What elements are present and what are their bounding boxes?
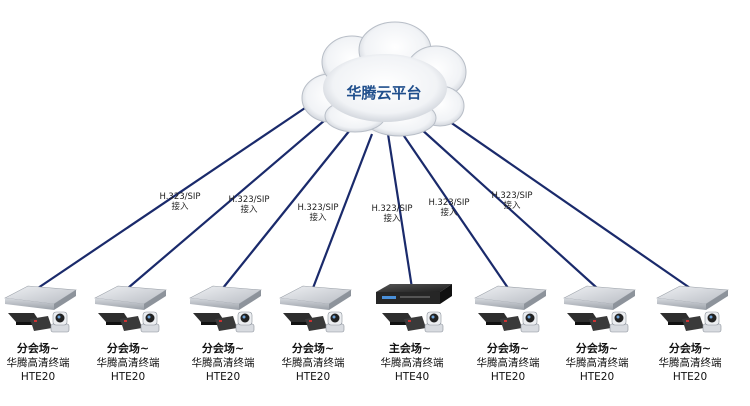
remote-control-icon xyxy=(283,313,327,331)
site-subtitle: 华腾高清终端 xyxy=(7,356,70,369)
camera-icon xyxy=(520,311,540,333)
terminal-box-icon xyxy=(656,285,729,310)
site-subtitle: 华腾高清终端 xyxy=(566,356,629,369)
camera-icon xyxy=(140,311,160,333)
terminal-box-icon xyxy=(563,285,636,310)
remote-control-icon xyxy=(478,313,522,331)
terminal-box-icon xyxy=(279,285,352,310)
protocol-label-line1: H.323/SIP xyxy=(159,192,200,202)
protocol-label-line2: 接入 xyxy=(383,213,401,224)
camera-icon xyxy=(50,311,70,333)
site-subtitle: 华腾高清终端 xyxy=(659,356,722,369)
protocol-label-line2: 接入 xyxy=(503,200,521,211)
remote-control-icon xyxy=(193,313,237,331)
link-line xyxy=(222,129,351,289)
branch-site: 分会场~华腾高清终端 HTE20 xyxy=(94,285,167,383)
site-title: 主会场~ xyxy=(389,341,431,355)
branch-site: 分会场~华腾高清终端 HTE20 xyxy=(563,285,636,383)
link-line xyxy=(386,133,414,289)
site-model: HTE20 xyxy=(580,371,614,383)
camera-icon xyxy=(702,311,722,333)
protocol-label-line1: H.323/SIP xyxy=(428,198,469,208)
protocol-label-line2: 接入 xyxy=(171,201,189,212)
branch-site: 分会场~华腾高清终端 HTE20 xyxy=(189,285,262,383)
site-subtitle: 华腾高清终端 xyxy=(477,356,540,369)
link-line xyxy=(37,107,306,289)
site-model: HTE20 xyxy=(673,371,707,383)
branch-site: 分会场~华腾高清终端 HTE20 xyxy=(279,285,352,383)
site-subtitle: 华腾高清终端 xyxy=(381,356,444,369)
site-model: HTE20 xyxy=(491,371,525,383)
remote-control-icon xyxy=(382,313,426,331)
remote-control-icon xyxy=(660,313,704,331)
site-title: 分会场~ xyxy=(576,341,618,355)
site-title: 分会场~ xyxy=(107,341,149,355)
protocol-label-line2: 接入 xyxy=(309,212,327,223)
site-model: HTE20 xyxy=(296,371,330,383)
link-line xyxy=(419,127,598,289)
camera-icon xyxy=(235,311,255,333)
site-model: HTE20 xyxy=(111,371,145,383)
site-title: 分会场~ xyxy=(669,341,711,355)
branch-site: 分会场~华腾高清终端 HTE20 xyxy=(656,285,729,383)
site-title: 分会场~ xyxy=(292,341,334,355)
main-site: 主会场~华腾高清终端 HTE40 xyxy=(376,284,452,383)
terminal-box-icon xyxy=(94,285,167,310)
camera-icon xyxy=(325,311,345,333)
site-model: HTE40 xyxy=(395,371,429,383)
terminal-box-icon xyxy=(474,285,547,310)
cloud-platform: 华腾云平台 xyxy=(301,21,467,137)
protocol-label-line1: H.323/SIP xyxy=(297,203,338,213)
camera-icon xyxy=(609,311,629,333)
camera-icon xyxy=(424,311,444,333)
branch-site: 分会场~华腾高清终端 HTE20 xyxy=(474,285,547,383)
protocol-label-line1: H.323/SIP xyxy=(491,191,532,201)
site-subtitle: 华腾高清终端 xyxy=(192,356,255,369)
protocol-label-line2: 接入 xyxy=(240,204,258,215)
site-subtitle: 华腾高清终端 xyxy=(282,356,345,369)
link-line xyxy=(311,133,374,289)
remote-control-icon xyxy=(8,313,52,331)
site-title: 分会场~ xyxy=(487,341,529,355)
link-line xyxy=(439,114,691,289)
remote-control-icon xyxy=(98,313,142,331)
protocol-label-line1: H.323/SIP xyxy=(228,195,269,205)
codec-box-icon xyxy=(376,284,452,304)
site-terminals: 分会场~华腾高清终端HTE20分会场~华腾高清终端HTE20分会场~华腾高清终端… xyxy=(4,284,729,383)
link-line xyxy=(401,132,509,289)
site-model: HTE20 xyxy=(21,371,55,383)
terminal-box-icon xyxy=(4,285,77,310)
protocol-label-line1: H.323/SIP xyxy=(371,204,412,214)
remote-control-icon xyxy=(567,313,611,331)
protocol-label-line2: 接入 xyxy=(440,207,458,218)
site-model: HTE20 xyxy=(206,371,240,383)
link-line xyxy=(127,119,326,289)
network-links xyxy=(37,107,691,289)
site-title: 分会场~ xyxy=(202,341,244,355)
site-subtitle: 华腾高清终端 xyxy=(97,356,160,369)
cloud-label: 华腾云平台 xyxy=(346,84,421,102)
branch-site: 分会场~华腾高清终端 HTE20 xyxy=(4,285,77,383)
site-title: 分会场~ xyxy=(17,341,59,355)
terminal-box-icon xyxy=(189,285,262,310)
